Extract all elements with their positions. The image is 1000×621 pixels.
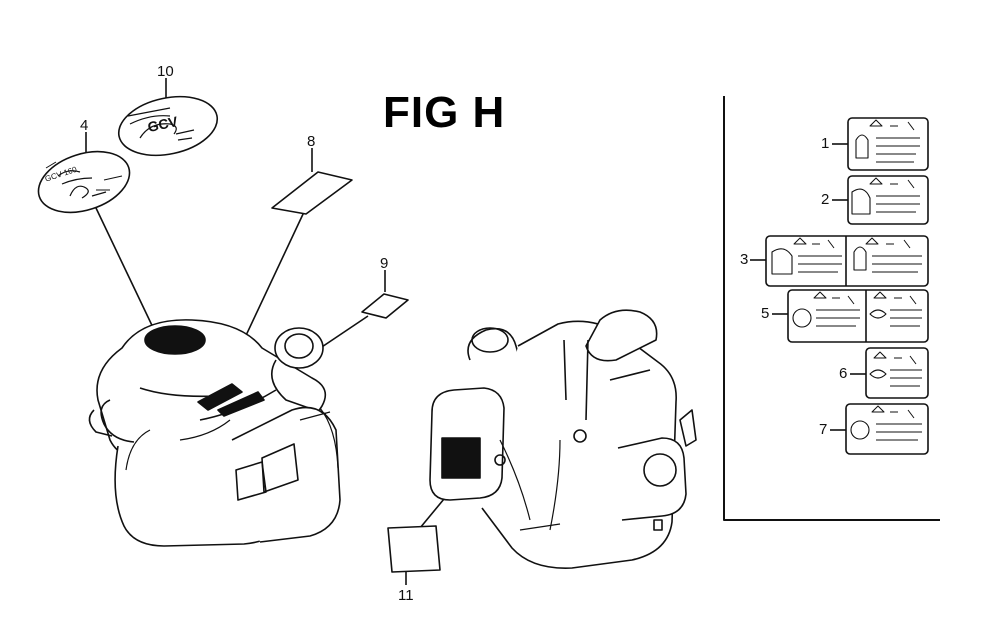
engine-decal-9: [217, 391, 265, 417]
safety-label-2: [832, 175, 929, 225]
engine-decal-8: [197, 383, 243, 411]
callout-5: 5: [761, 305, 770, 322]
label-8: [271, 171, 353, 215]
emblem-4: [37, 150, 131, 214]
engine-decal-11: [441, 437, 481, 479]
label-9: [361, 293, 409, 319]
safety-label-6: [850, 347, 929, 399]
emblem-10: [117, 95, 219, 157]
callout-4: 4: [80, 117, 89, 134]
leader-4: [95, 207, 159, 339]
label-11: [387, 525, 441, 573]
safety-label-7: [830, 403, 929, 455]
engine-right: [429, 309, 697, 569]
engine-left: [88, 319, 341, 547]
callout-7: 7: [819, 421, 828, 438]
safety-label-1: [832, 117, 929, 171]
callout-11: 11: [398, 587, 414, 604]
safety-labels-frame: [723, 96, 940, 521]
callout-9: 9: [380, 255, 389, 272]
callout-6: 6: [839, 365, 848, 382]
figure-title: FIG H: [383, 88, 506, 137]
safety-label-5: [772, 289, 929, 343]
callout-8: 8: [307, 133, 316, 150]
safety-label-3: [750, 235, 929, 287]
callout-3: 3: [740, 251, 749, 268]
callout-2: 2: [821, 191, 830, 208]
callout-10: 10: [157, 63, 174, 80]
callout-1: 1: [821, 135, 830, 152]
